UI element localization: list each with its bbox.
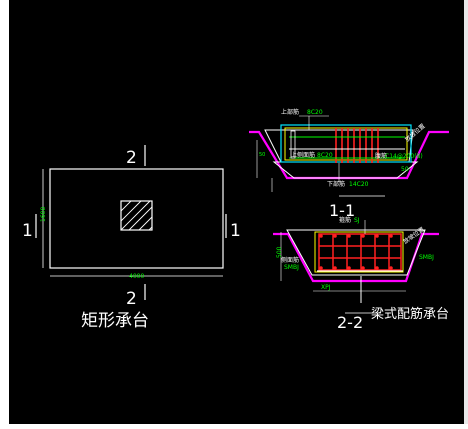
side-label: 侧面筋	[281, 256, 299, 264]
top-bar-label: 上部筋	[281, 108, 299, 116]
right-spec: SMBJ	[419, 254, 434, 261]
section-mark-top: 2	[126, 148, 137, 168]
stirrup-outline	[314, 231, 404, 273]
rebar-grid	[318, 233, 402, 271]
dim-side: 50	[259, 152, 265, 158]
cap-section2-outline	[286, 229, 426, 276]
section2-caption: 2-2	[337, 313, 363, 332]
section-1-1: 上部筋 8C20 上侧面筋 8C20 下部筋 14C20 腹筋 C14@200(…	[249, 108, 449, 220]
plan-view: 2 2 1 1 1600 4000 矩形承台	[22, 145, 241, 331]
section2-height-text: 500	[276, 246, 283, 258]
excavation-line-2	[273, 232, 439, 283]
section1-caption: 1-1	[329, 201, 355, 220]
stirrup-label: 箍筋	[339, 216, 351, 224]
width-dim-text: 4000	[129, 273, 144, 280]
section2-title: 梁式配筋承台	[371, 306, 449, 322]
section-mark-left: 1	[22, 221, 33, 241]
rebar-dots	[319, 234, 393, 270]
tie-label: 腹筋	[375, 152, 387, 160]
cover-line	[284, 127, 408, 161]
plan-caption: 矩形承台	[81, 311, 149, 331]
column-hatch	[120, 200, 153, 231]
cap-section-outline	[264, 129, 419, 179]
cad-drawing: 2 2 1 1 1600 4000 矩形承台	[22, 108, 449, 332]
bottom-bar-label: 下部筋	[327, 180, 345, 188]
side-rebar-marker	[290, 130, 296, 159]
window-right-edge	[464, 0, 468, 424]
pile-cap-outline	[49, 168, 224, 269]
window-left-edge	[0, 0, 9, 424]
slab-outline	[280, 124, 412, 163]
drawing-canvas: 2 2 1 1 1600 4000 矩形承台	[9, 0, 464, 424]
stirrup-spec: SJ	[354, 217, 360, 224]
column-outline	[120, 200, 153, 231]
dim-small: 50	[401, 166, 409, 173]
tie-spec: C14@200(8)	[385, 153, 423, 160]
top-bar-spec: 8C20	[307, 109, 323, 116]
bottom-bar-spec: 14C20	[349, 181, 369, 188]
side-bar-spec: 8C20	[317, 152, 333, 159]
side-spec: SMBJ	[284, 264, 299, 271]
height-dim-text: 1600	[40, 207, 47, 222]
section2-base-text: XPJ	[321, 284, 331, 291]
section-mark-right: 1	[230, 221, 241, 241]
section1-vertical-rebars	[335, 128, 379, 163]
side-bar-label: 上侧面筋	[291, 151, 315, 159]
section-mark-bottom: 2	[126, 289, 137, 309]
section-2-2: 500 XPJ 箍筋 SJ 侧面筋 SMBJ SMBJ 放坡位置 2-2 梁式配…	[273, 216, 449, 332]
